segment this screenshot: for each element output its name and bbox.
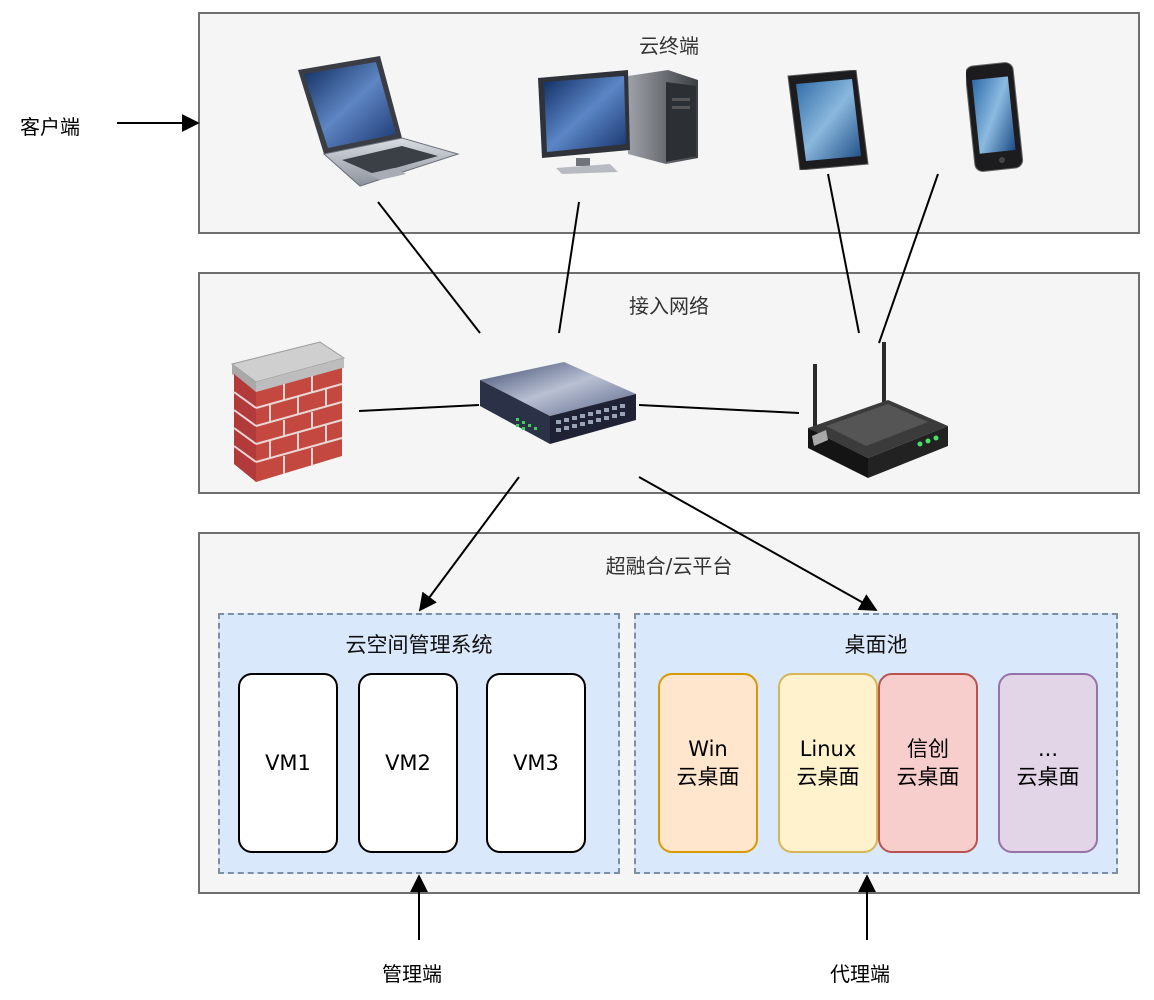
desktop-type-label: Linux [799,736,857,761]
cloud-space-management-title: 云空间管理系统 [345,633,493,657]
platform-title: 超融合/云平台 [605,554,733,578]
cloud-terminal-title: 云终端 [639,34,699,58]
proxy-label: 代理端 [830,962,890,986]
desktop-pool-title: 桌面池 [844,633,908,657]
vm-label: VM3 [513,751,559,775]
vm-label: VM1 [265,751,311,775]
desktop-type-label: 信创 [907,736,949,761]
access-network-title: 接入网络 [629,294,709,318]
desktop-type-label: ... [1037,736,1059,761]
vm-box: VM1 [238,673,338,853]
smartphone-icon [966,62,1024,172]
admin-label: 管理端 [382,962,442,986]
desktop-kind-label: 云桌面 [1016,765,1080,789]
client-label: 客户端 [20,115,80,139]
wireless-router-icon [808,342,948,478]
xinchuang-desktop-box: 信创 云桌面 [878,673,978,853]
network-switch-icon [480,362,636,444]
desktop-computer-icon [538,70,698,174]
desktop-kind-label: 云桌面 [676,765,740,789]
vm-label: VM2 [385,751,431,775]
laptop-icon [298,56,460,187]
tablet-icon [787,70,869,170]
desktop-kind-label: 云桌面 [896,765,960,789]
vm-box: VM3 [486,673,586,853]
firewall-icon [230,341,346,482]
other-desktop-box: ... 云桌面 [998,673,1098,853]
linux-desktop-box: Linux 云桌面 [778,673,878,853]
desktop-kind-label: 云桌面 [796,765,860,789]
vm-box: VM2 [358,673,458,853]
win-desktop-box: Win 云桌面 [658,673,758,853]
desktop-type-label: Win [688,736,728,761]
